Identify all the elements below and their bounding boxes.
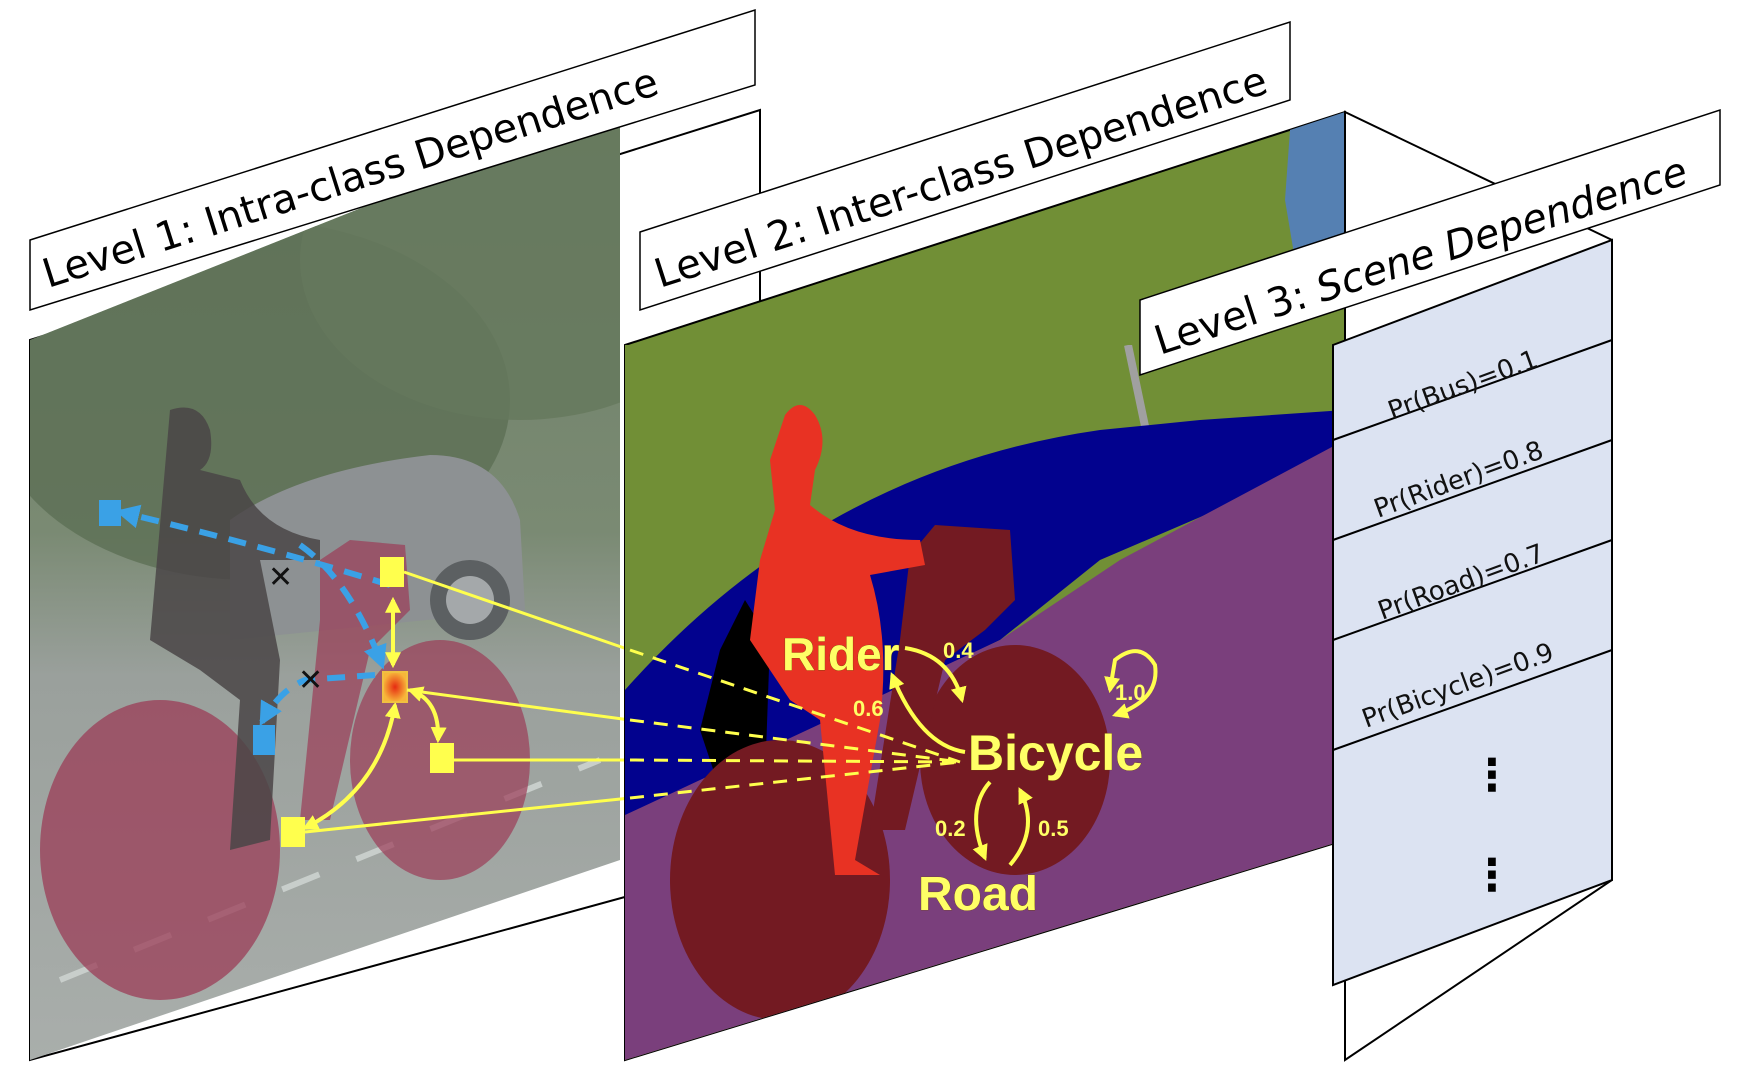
edge-weight-bicycle-self: 1.0 <box>1115 680 1146 705</box>
level1-title-banner <box>29 8 756 312</box>
level2-title-banner <box>639 20 1291 312</box>
edge-weight-rider-bicycle: 0.4 <box>943 638 974 663</box>
bicycle-node-square <box>281 817 305 847</box>
bicycle-frame-region <box>870 525 1015 830</box>
cut-edge-icon: ✕ <box>268 560 293 595</box>
rider-node-square <box>99 500 121 526</box>
rider-region <box>750 405 925 875</box>
level1-panel: ✕ ✕ Level 1: Intra-class Dependence <box>29 8 761 1062</box>
edge-weight-bicycle-rider: 0.6 <box>853 696 884 721</box>
edge-weight-bicycle-road: 0.2 <box>935 816 966 841</box>
bicycle-node-square <box>380 557 404 587</box>
cut-edge-icon: ✕ <box>298 663 323 698</box>
bicycle-front-wheel-region <box>920 645 1110 875</box>
inter-class-graph: Rider Bicycle Road 0.4 0.6 1.0 0.2 0.5 <box>782 628 1158 921</box>
center-pixel-node <box>382 671 408 703</box>
projection-lines <box>629 648 961 800</box>
node-road: Road <box>918 868 1038 921</box>
edge-weight-road-bicycle: 0.5 <box>1038 816 1069 841</box>
bicycle-rear-wheel-mask <box>40 700 280 1000</box>
node-bicycle: Bicycle <box>968 725 1143 781</box>
node-rider: Rider <box>782 628 900 680</box>
level3-title-banner <box>1139 108 1721 377</box>
intra-class-graph: ✕ ✕ <box>99 500 631 847</box>
rider-node-square <box>253 725 275 755</box>
ellipsis-icon: ⋮ <box>1470 750 1514 801</box>
scene-prob-table <box>1332 238 1613 987</box>
rider-photo <box>150 407 320 850</box>
bicycle-node-square <box>430 743 454 773</box>
ellipsis-icon: ⋮ <box>1470 850 1514 901</box>
level3-panel: Pr(Bus)=0.1 Pr(Rider)=0.8 Pr(Road)=0.7 P… <box>1139 108 1721 1062</box>
